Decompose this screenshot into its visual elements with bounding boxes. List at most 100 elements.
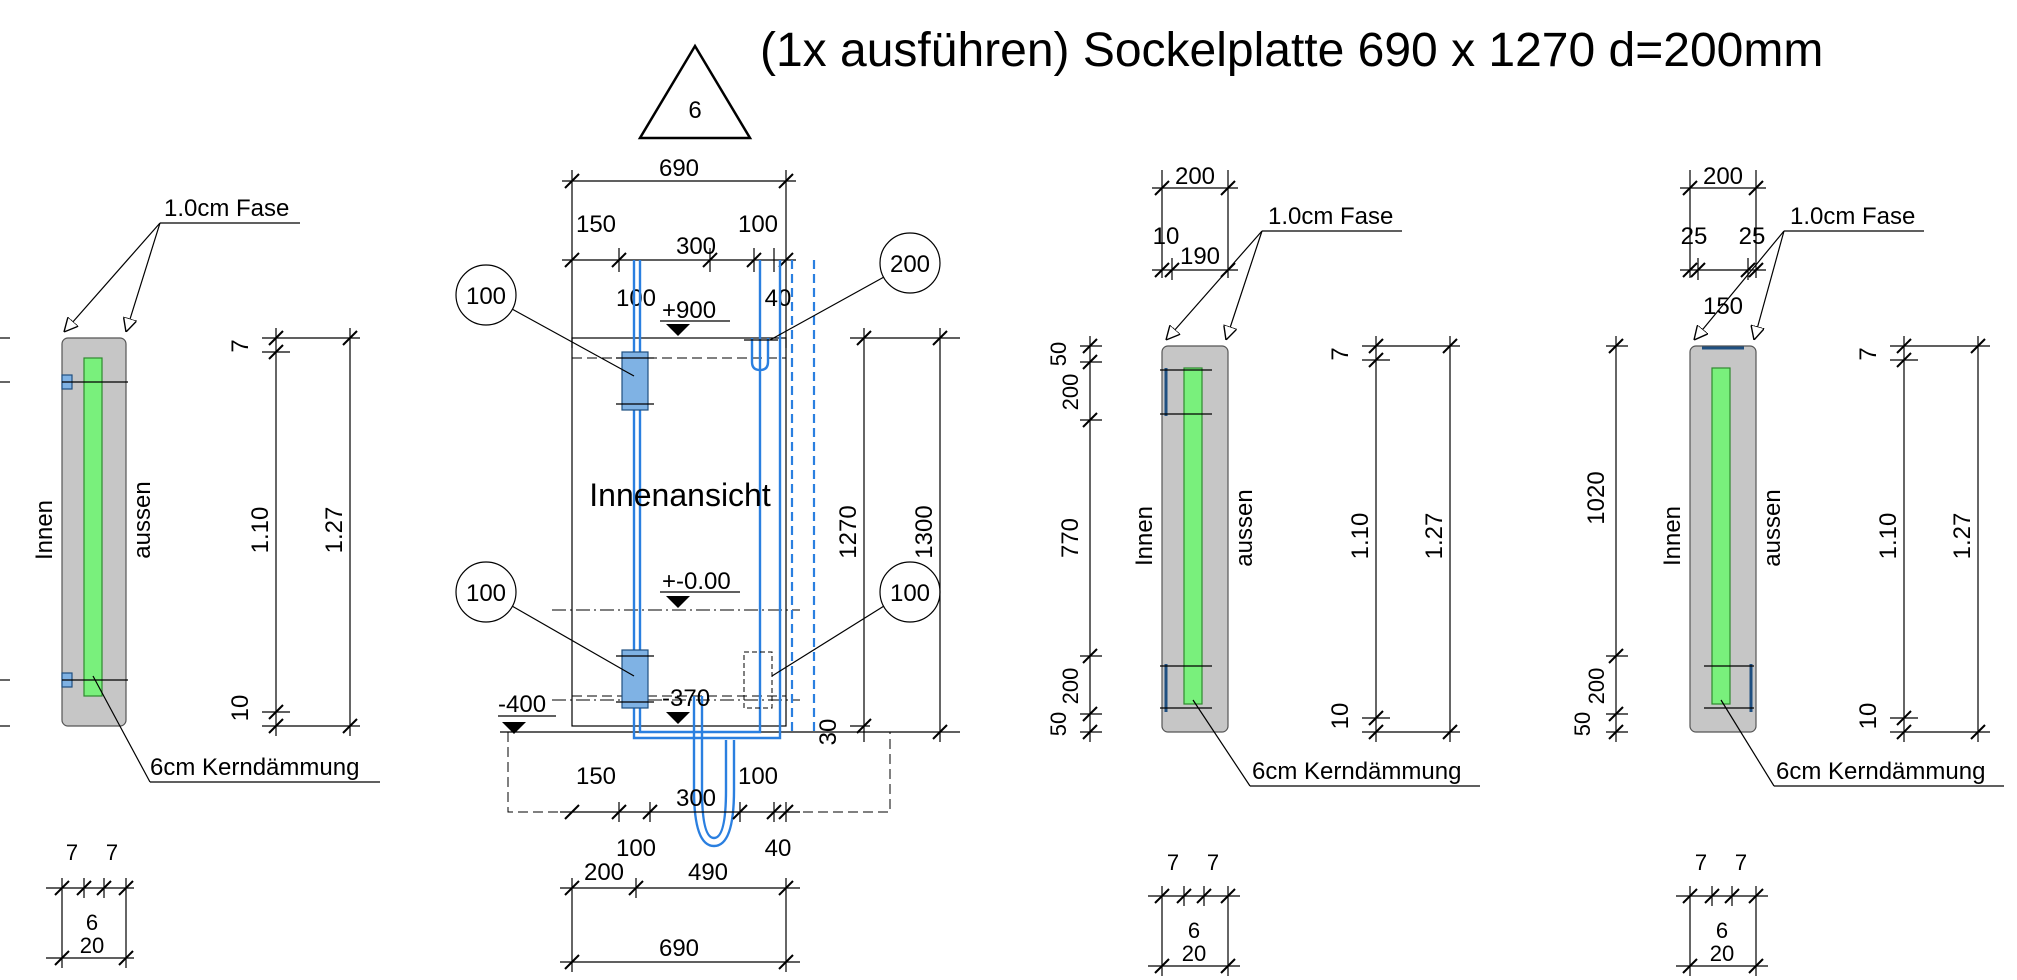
section-2-left-770: 770 — [1057, 518, 1084, 558]
level-900: +900 — [662, 297, 716, 324]
section-2-bottom-6: 6 — [1188, 918, 1200, 943]
elevation-bottom-150: 150 — [576, 763, 616, 790]
elevation-bottom-300: 300 — [676, 785, 716, 812]
section-1-dim-10: 10 — [227, 695, 254, 722]
section-1: Innen aussen 1.0cm Fase 6cm Kerndämmung … — [0, 195, 380, 968]
section-3-left-1020: 1020 — [1583, 471, 1610, 524]
section-2-top-10: 10 — [1153, 223, 1180, 250]
section-1-bottom-6: 6 — [86, 910, 98, 935]
section-3-left-200: 200 — [1584, 668, 1609, 705]
section-2-fase-label: 1.0cm Fase — [1268, 203, 1393, 230]
elevation-dim-1300: 1300 — [911, 505, 938, 558]
elevation-bottom-40: 40 — [765, 835, 792, 862]
section-1-bottom-20: 20 — [80, 933, 104, 958]
level-0: +-0.00 — [662, 568, 731, 595]
elevation-anchor-top — [621, 351, 649, 411]
elevation-top-total: 690 — [659, 155, 699, 182]
elevation-inner-40: 40 — [765, 285, 792, 312]
sheet-title: (1x ausführen) Sockelplatte 690 x 1270 d… — [760, 24, 1823, 77]
section-3: 200 25 25 150 Innen aussen 1.0cm Fase 6c… — [1570, 163, 2004, 976]
section-2-left-50b: 50 — [1046, 712, 1071, 736]
section-3-dim-127: 1.27 — [1949, 513, 1976, 560]
bubble-top-left — [455, 264, 517, 326]
elevation-bottom-100b: 100 — [616, 835, 656, 862]
section-1-fase-label: 1.0cm Fase — [164, 195, 289, 222]
section-2-kern-label: 6cm Kerndämmung — [1252, 758, 1461, 785]
level-400: -400 — [498, 691, 546, 718]
bubble-bottom-left-label: 100 — [466, 580, 506, 607]
section-2-dim-10: 10 — [1327, 703, 1354, 730]
section-1-bottom-7b: 7 — [106, 840, 118, 865]
elevation-panel-outline — [571, 337, 787, 727]
section-3-dim-10: 10 — [1855, 703, 1882, 730]
section-3-dim-110: 1.10 — [1875, 513, 1902, 560]
elevation-rebar-inner — [638, 260, 762, 734]
section-2-inner-label: Innen — [1131, 506, 1158, 566]
section-3-top-25b: 25 — [1739, 223, 1766, 250]
elevation-top-150: 150 — [576, 211, 616, 238]
section-3-bottom-6: 6 — [1716, 918, 1728, 943]
section-1-dim-110: 1.10 — [247, 507, 274, 554]
section-1-insulation-core — [83, 357, 103, 697]
elevation-inner-100: 100 — [616, 285, 656, 312]
bubble-top-right — [879, 232, 941, 294]
section-3-top-200: 200 — [1703, 163, 1743, 190]
elevation-small-hook — [750, 338, 770, 372]
section-2-insulation-core — [1183, 367, 1203, 705]
elevation-label: Innenansicht — [589, 477, 771, 513]
elevation-anchor-dashed — [743, 651, 773, 709]
elevation-bottom-100a: 100 — [738, 763, 778, 790]
elevation-bottom-490: 490 — [688, 859, 728, 886]
elevation-dim-30: 30 — [815, 719, 842, 746]
section-marker-number: 6 — [688, 97, 701, 124]
bubble-top-left-label: 100 — [466, 283, 506, 310]
elevation-dim-1270: 1270 — [835, 505, 862, 558]
section-1-dim-127: 1.27 — [321, 507, 348, 554]
section-3-top-25a: 25 — [1681, 223, 1708, 250]
section-2-anchor-plates — [1160, 368, 1212, 712]
section-3-insulation-core — [1711, 367, 1731, 705]
section-2-bottom-7b: 7 — [1207, 850, 1219, 875]
section-2-bottom-20: 20 — [1182, 941, 1206, 966]
section-3-bottom-7a: 7 — [1695, 850, 1707, 875]
section-2-left-200b: 200 — [1058, 668, 1083, 705]
section-3-fase-label: 1.0cm Fase — [1790, 203, 1915, 230]
section-3-anchor-plates — [1702, 346, 1754, 712]
section-2-outer-label: aussen — [1231, 489, 1258, 566]
section-1-kern-label: 6cm Kerndämmung — [150, 754, 359, 781]
section-3-dim-7: 7 — [1855, 347, 1882, 360]
elevation-top-100: 100 — [738, 211, 778, 238]
section-2-bottom-7a: 7 — [1167, 850, 1179, 875]
section-3-bottom-20: 20 — [1710, 941, 1734, 966]
section-1-inner-label: Innen — [31, 500, 58, 560]
section-2-left-50a: 50 — [1046, 342, 1071, 366]
level-370: -370 — [662, 685, 710, 712]
section-marker: 6 — [637, 43, 753, 140]
bubble-bottom-left — [455, 561, 517, 623]
elevation-bottom-total: 690 — [659, 935, 699, 962]
bubble-bottom-right-label: 100 — [890, 580, 930, 607]
elevation-view: 690 150 300 100 100 40 Innenansicht — [455, 155, 960, 972]
elevation-anchor-bottom — [621, 649, 649, 709]
section-1-bottom-7a: 7 — [66, 840, 78, 865]
section-2-dim-7: 7 — [1327, 347, 1354, 360]
section-2-dim-110: 1.10 — [1347, 513, 1374, 560]
section-2-dim-127: 1.27 — [1421, 513, 1448, 560]
section-1-dim-7: 7 — [227, 339, 254, 352]
section-2-top-190: 190 — [1180, 243, 1220, 270]
section-3-kern-label: 6cm Kerndämmung — [1776, 758, 1985, 785]
bubble-top-right-label: 200 — [890, 251, 930, 278]
section-1-outer-label: aussen — [129, 481, 156, 558]
section-3-left-50: 50 — [1570, 712, 1595, 736]
section-3-inner-label: Innen — [1659, 506, 1686, 566]
section-3-top-150: 150 — [1703, 293, 1743, 320]
section-3-bottom-7b: 7 — [1735, 850, 1747, 875]
elevation-bottom-200: 200 — [584, 859, 624, 886]
elevation-rebar-main — [632, 260, 782, 740]
section-2: 200 10 190 Innen aussen 1.0cm Fase 6cm K… — [1046, 163, 1480, 976]
section-3-outer-label: aussen — [1759, 489, 1786, 566]
elevation-hook-rebar — [692, 696, 736, 848]
elevation-top-300: 300 — [676, 233, 716, 260]
section-2-left-200a: 200 — [1058, 374, 1083, 411]
